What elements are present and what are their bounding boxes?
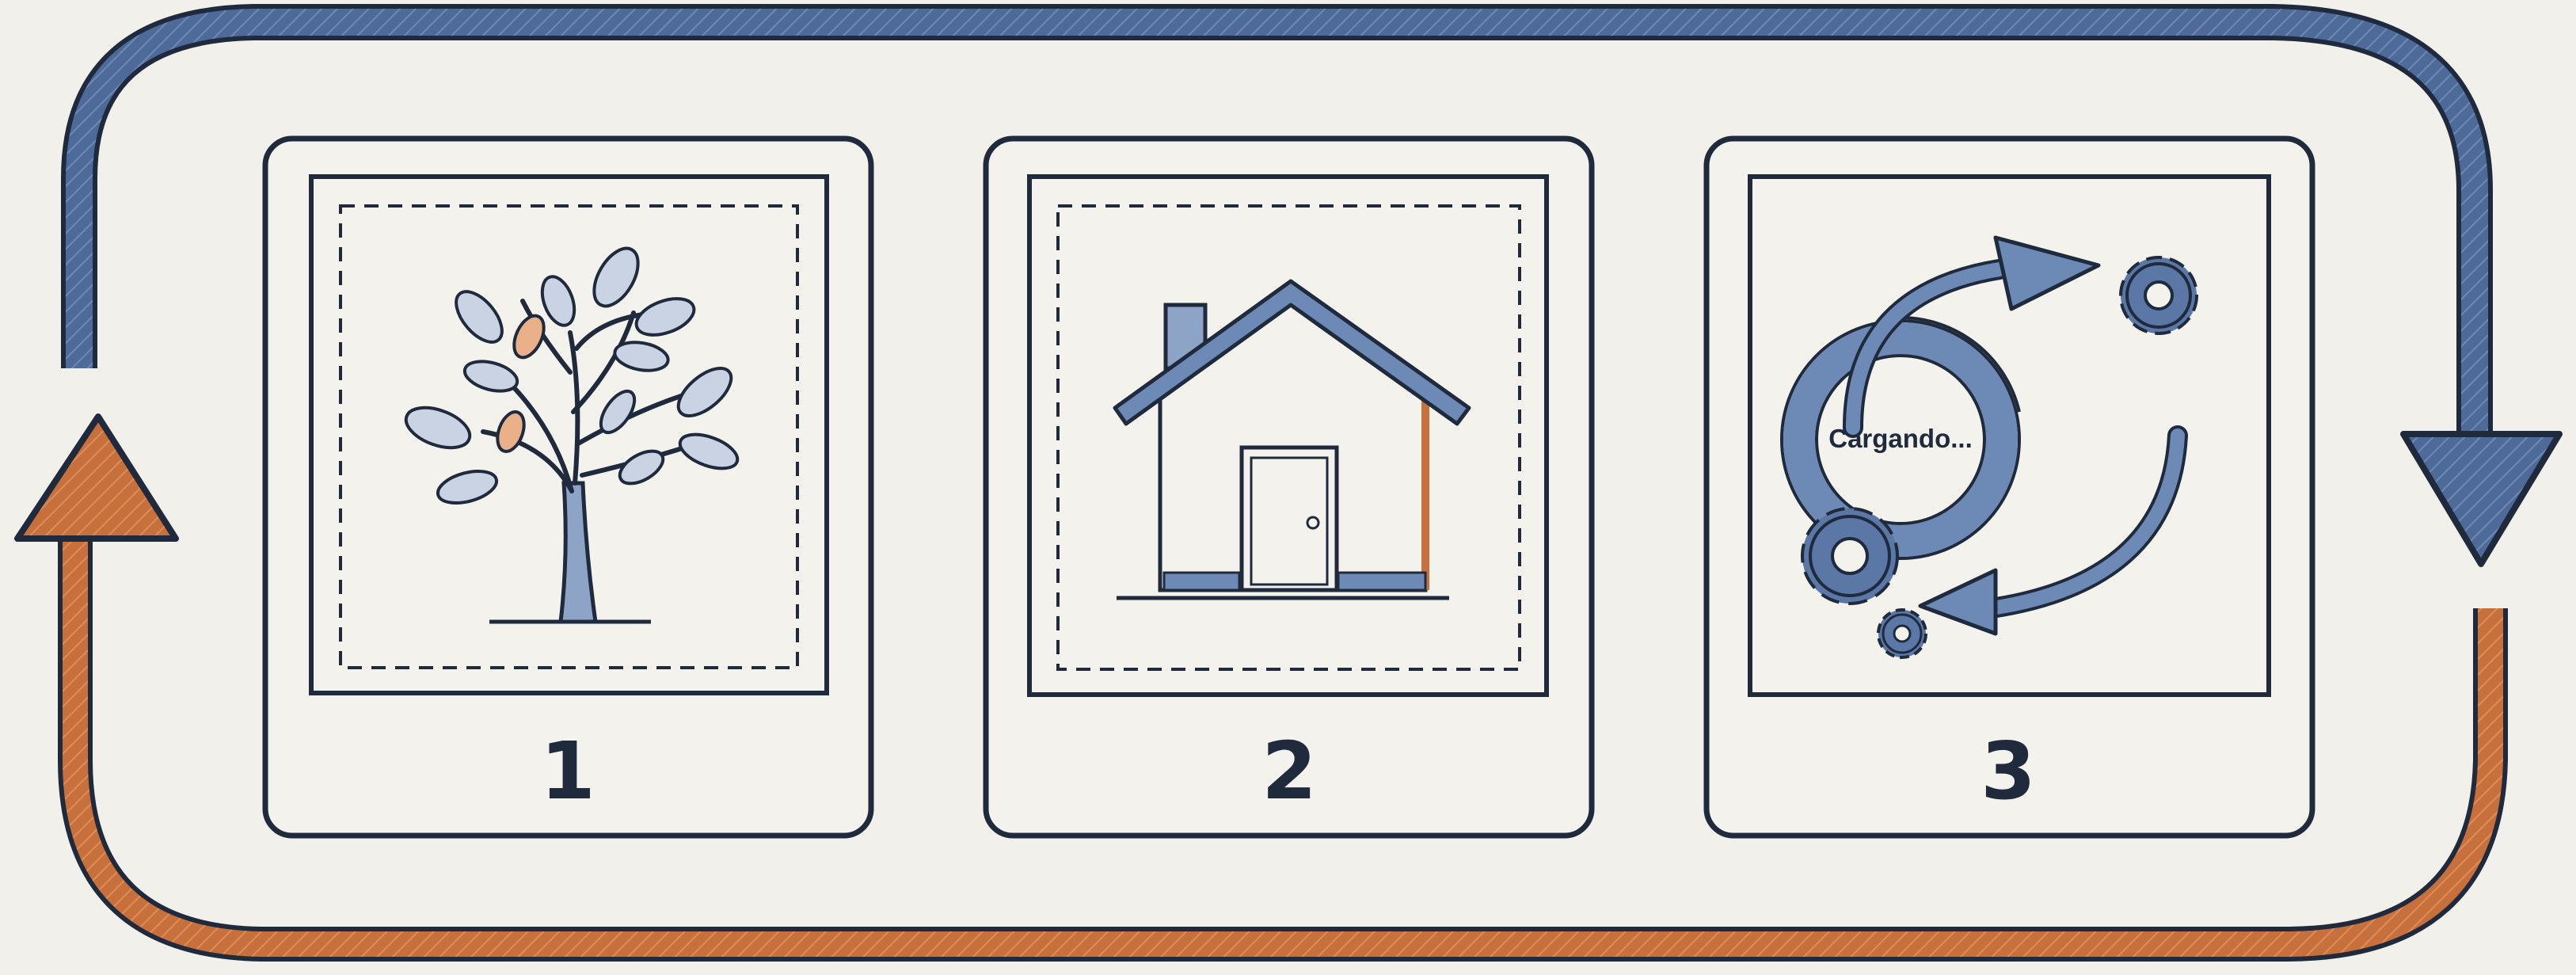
top-arrow-head — [2403, 434, 2559, 564]
panel-1-number: 1 — [540, 725, 595, 817]
door — [1242, 448, 1337, 590]
gear-icon-left — [1802, 508, 1897, 604]
panel-3-number: 3 — [1981, 725, 2036, 817]
door-knob — [1307, 517, 1318, 528]
bottom-arrow-head — [17, 417, 176, 539]
panel-2: 2 — [986, 139, 1592, 836]
gear-icon-small — [1878, 610, 1926, 657]
gear-icon-top-right — [2121, 257, 2197, 333]
panel-2-number: 2 — [1261, 725, 1317, 817]
panel-3: Cargando... — [1707, 139, 2312, 836]
panel-1: 1 — [265, 139, 871, 836]
